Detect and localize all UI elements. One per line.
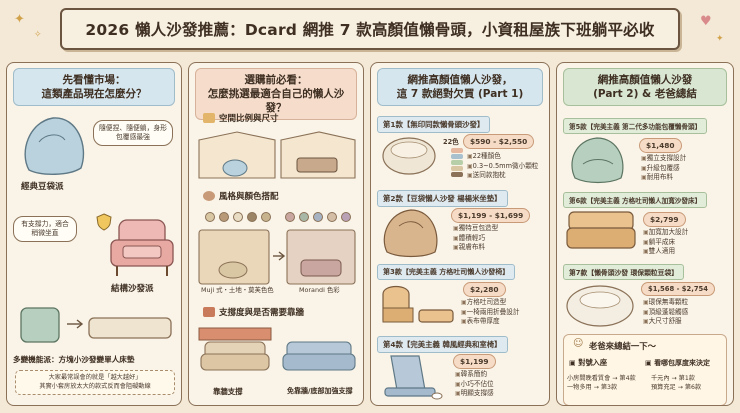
star-icon: ✦ [14, 12, 25, 27]
panel-heading: 先看懂市場： 這類產品現在怎麼分？ [13, 68, 175, 106]
page-title: 2026 懶人沙發推薦：Dcard 網推 7 款高顏值懶骨頭，小資租屋族下班躺平… [85, 21, 655, 39]
color-swatch [327, 212, 337, 222]
product-4-illustration [384, 355, 443, 400]
recommend-part2-panel: 網推高顏值懶人沙發 (Part 2) & 老爸總結 第5款【完美主義 第二代多功… [556, 62, 734, 406]
brick-wall-icon [203, 307, 215, 317]
color-swatch [247, 212, 257, 222]
product-5-tag: 第5款【完美主義 第二代多功能包覆懶骨頭】 [563, 118, 708, 134]
product-1-illustration [382, 137, 436, 175]
product-5-price: $1,480 [639, 138, 682, 153]
product-1-tag: 第1款【無印同款懶骨頭沙發】 [377, 116, 491, 133]
product-2-tag: 第2款【豆袋懶人沙發 楊楊米坐墊】 [377, 190, 508, 207]
product-2-price: $1,199 - $1,699 [451, 208, 531, 223]
product-5-features: 獨立支撐設計 升級包覆感 耐用布料 [641, 154, 687, 183]
market-overview-panel: 先看懂市場： 這類產品現在怎麼分？ 隨便捏、隨便躺，身形包覆感最強 經典豆袋派 … [6, 62, 182, 406]
panel-heading: 選購前必看： 怎麼挑選最適合自己的懶人沙發？ [195, 68, 357, 120]
product-2-features: 獨特豆包造型 體積輕巧 親膚布料 [453, 224, 499, 253]
wall-support-label: 靠牆支撐 [213, 387, 243, 396]
color-swatch [285, 212, 295, 222]
product-6-price: $2,799 [643, 212, 686, 227]
multi-function-label: 多變機能派：方塊小沙發變單人床墊 [13, 355, 135, 364]
product-6-tag: 第6款【完美主義 方格吐司懶人加寬沙發床】 [563, 192, 708, 208]
bean-bag-bubble: 隨便捏、隨便躺，身形包覆感最強 [93, 120, 173, 146]
thumbs-up-icon: ☺ [573, 338, 584, 349]
section-style-color: 風格與顏色搭配 [203, 190, 279, 202]
support-illustration [198, 327, 356, 371]
color-swatch [299, 212, 309, 222]
armchair-label: 結構沙發派 [111, 284, 154, 294]
product-4-tag: 第4款【完美主義 韓風經典和室椅】 [377, 336, 508, 353]
product-7-price: $1,568 - $2,754 [641, 282, 716, 296]
room-size-illustration [198, 131, 356, 179]
swatch-label-morandi: Morandi 色彩 [299, 286, 340, 294]
title-banner: 2026 懶人沙發推薦：Dcard 網推 7 款高顏值懶骨頭，小資租屋族下班躺平… [60, 8, 680, 50]
product-1-features: 22種顏色 0.3~0.5mm微小顆粒 送同款抱枕 [467, 152, 539, 181]
color-swatch [233, 212, 243, 222]
summary-left-body: 小房間晚看質會 → 第4款 一物多用 → 第3款 [567, 375, 636, 391]
summary-right-body: 千元內 → 第1款 預算充足 → 第6款 [651, 375, 702, 391]
panel-heading: 網推高顏值懶人沙發， 這 7 款絕對欠買 (Part 1) [377, 68, 543, 106]
product-7-tag: 第7款【懶骨頭沙發 環保顆粒豆袋】 [563, 264, 685, 280]
armchair-illustration [110, 219, 174, 276]
section-space-size: 空間比例與尺寸 [203, 112, 279, 124]
product-1-price: $590 - $2,550 [463, 134, 535, 149]
cube-mattress-illustration [20, 307, 172, 343]
swatch-label-muji: Muji 式・土地・莫芙色色 [201, 286, 274, 294]
palette-icon [203, 191, 215, 201]
section-support-wall: 支撐度與是否需要靠牆 [203, 306, 304, 318]
product-4-price: $1,199 [453, 354, 496, 369]
color-count: 22色 [443, 138, 459, 146]
color-swatch [219, 212, 229, 222]
product-7-illustration [566, 285, 634, 327]
color-stack-icon [451, 148, 463, 177]
color-swatch [313, 212, 323, 222]
bean-bag-illustration [24, 117, 85, 175]
summary-left-head: ▣ 對號入座 [569, 358, 608, 367]
recommend-part1-panel: 網推高顏值懶人沙發， 這 7 款絕對欠買 (Part 1) 第1款【無印同款懶骨… [370, 62, 550, 406]
ruler-icon [203, 113, 215, 123]
star-icon: ✦ [716, 34, 724, 44]
shield-icon [96, 213, 112, 231]
product-3-features: 方格吐司造型 一椅兩用折疊設計 表布帶厚度 [461, 298, 520, 327]
color-swatch [261, 212, 271, 222]
product-3-price: $2,280 [463, 282, 506, 297]
armchair-bubble: 有支撐力，適合稍微坐直 [13, 216, 77, 242]
heart-icon: ♥ [700, 14, 712, 29]
summary-box [563, 334, 727, 405]
product-5-illustration [571, 137, 624, 184]
product-3-illustration [382, 285, 454, 323]
color-swatch [205, 212, 215, 222]
buying-guide-panel: 選購前必看： 怎麼挑選最適合自己的懶人沙發？ 空間比例與尺寸 風格與顏色搭配 [188, 62, 364, 406]
bean-bag-label: 經典豆袋派 [21, 182, 64, 192]
product-6-illustration [566, 211, 636, 249]
tip-note: 大家最常誤會的就是「越大越好」 其實小套房放太大的款式反而會阻礙動線 [15, 370, 175, 395]
room-style-illustration [198, 229, 356, 285]
star-icon: ✧ [34, 30, 42, 40]
summary-title: 老爸來總結一下～ [589, 341, 656, 351]
product-2-illustration [383, 209, 438, 258]
product-3-tag: 第3款【完美主義 方格吐司懶人沙發椅】 [377, 264, 516, 280]
panel-heading: 網推高顏值懶人沙發 (Part 2) & 老爸總結 [563, 68, 727, 106]
free-standing-label: 免靠牆/底部加強支撐 [287, 387, 353, 395]
summary-right-head: ▣ 看哪包厚度來決定 [645, 359, 711, 367]
product-6-features: 加寬加大設計 躺平成床 雙人適用 [643, 228, 689, 257]
product-7-features: 環保無毒顆粒 頂級蓬鬆觸感 大尺寸舒服 [643, 298, 689, 327]
product-4-features: 韓系簡約 小巧不佔位 明顯支撐感 [455, 370, 494, 399]
color-swatch [341, 212, 351, 222]
